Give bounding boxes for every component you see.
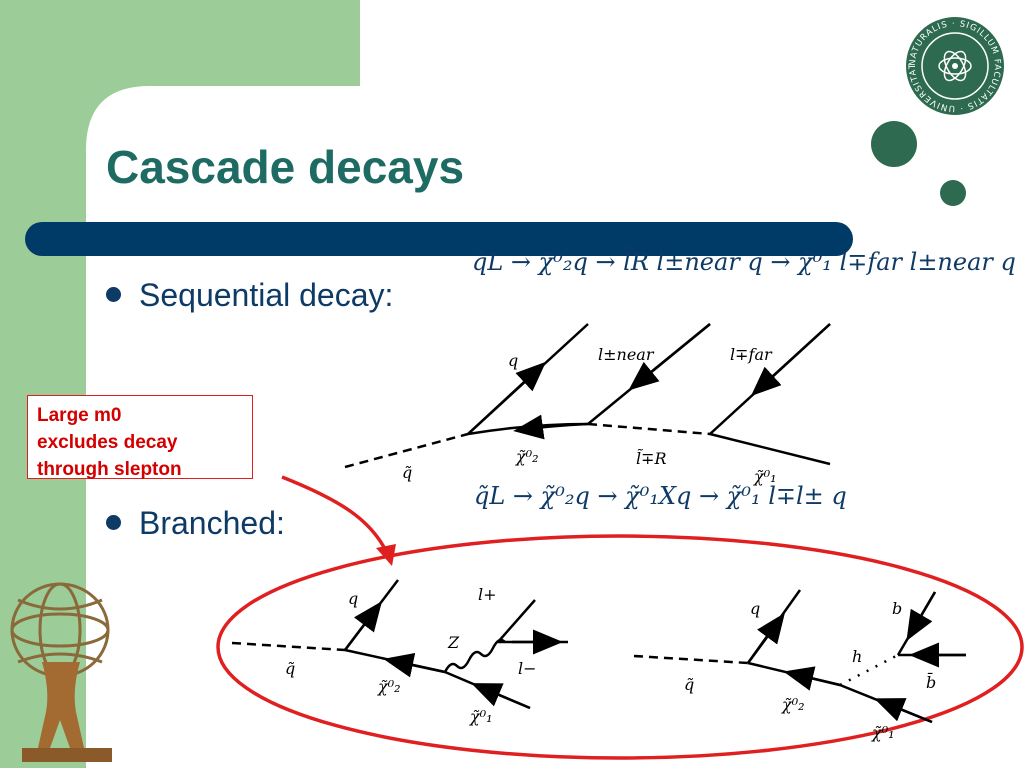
branched-h-diagram: [633, 589, 966, 724]
svg-text:q: q: [348, 589, 358, 608]
svg-text:q̃: q̃: [285, 659, 295, 678]
note-line: Large m0: [37, 405, 122, 426]
pointer-arrow: [281, 475, 390, 556]
note-line: through slepton: [37, 459, 182, 480]
bullet-label: Sequential decay:: [139, 277, 394, 313]
branched-z-diagram-labels: q l+ Z l− q̃ χ̃⁰₂ χ̃⁰₁: [285, 585, 537, 726]
svg-text:l−: l−: [518, 659, 537, 678]
branched-decay-equation: q̃L → χ̃⁰₂q → χ̃⁰₁Xq → χ̃⁰₁ l∓l± q: [474, 482, 847, 510]
svg-text:l∓far: l∓far: [730, 345, 773, 364]
bullet-dot-icon: [106, 515, 121, 531]
slide-title: Cascade decays: [106, 141, 465, 193]
decor-dot-small: [940, 180, 966, 206]
svg-text:χ̃⁰₁: χ̃⁰₁: [753, 467, 777, 486]
svg-text:l+: l+: [478, 585, 497, 604]
svg-text:q: q: [750, 599, 760, 618]
svg-text:χ̃⁰₁: χ̃⁰₁: [871, 723, 895, 742]
branched-z-diagram: [231, 579, 568, 710]
bullet-sequential-decay: Sequential decay:: [106, 277, 393, 314]
svg-text:b: b: [892, 599, 902, 618]
svg-text:q: q: [508, 351, 518, 370]
svg-text:χ̃⁰₂: χ̃⁰₂: [515, 447, 539, 466]
svg-text:l±near: l±near: [598, 345, 655, 364]
svg-text:q̃: q̃: [402, 463, 412, 482]
note-line: excludes decay: [37, 432, 178, 453]
branched-h-diagram-labels: q b h b̄ q̃ χ̃⁰₂ χ̃⁰₁: [684, 599, 936, 742]
svg-text:q̃: q̃: [684, 675, 694, 694]
branched-highlight-ellipse: [216, 534, 1024, 760]
decor-dot-large: [871, 121, 917, 167]
svg-text:l̃∓R: l̃∓R: [636, 449, 667, 468]
svg-text:χ̃⁰₂: χ̃⁰₂: [377, 677, 401, 696]
bullet-branched: Branched:: [106, 505, 285, 542]
bullet-label: Branched:: [139, 505, 285, 541]
svg-text:b̄: b̄: [926, 671, 936, 692]
annotation-note: Large m0 excludes decay through slepton: [27, 395, 253, 480]
svg-text:χ̃⁰₁: χ̃⁰₁: [469, 707, 493, 726]
sequential-diagram: [344, 323, 831, 469]
svg-text:χ̃⁰₂: χ̃⁰₂: [781, 695, 805, 714]
title-underline-bar: [25, 222, 853, 256]
sequential-diagram-labels: q l±near l∓far q̃ χ̃⁰₂ l̃∓R χ̃⁰₁: [402, 345, 777, 486]
svg-text:h: h: [852, 647, 862, 666]
svg-text:Z: Z: [447, 633, 460, 652]
bullet-dot-icon: [106, 287, 121, 303]
sequential-decay-equation: q̃L → χ̃⁰₂q → l̃R l±near q → χ̃⁰₁ l∓far …: [472, 248, 1016, 276]
